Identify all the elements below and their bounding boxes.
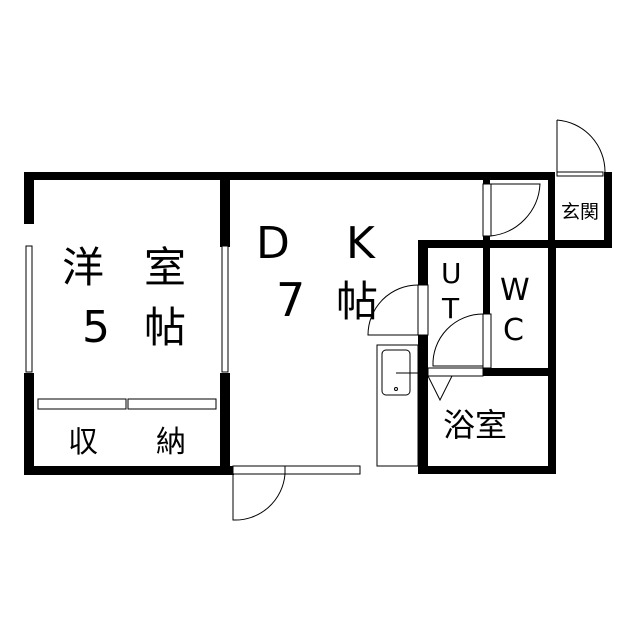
windows <box>25 245 361 475</box>
entry-door-swing <box>232 473 286 521</box>
bath-label: 浴室 <box>443 406 507 444</box>
dk-label-1: D <box>256 218 290 269</box>
dk-size: 7 <box>276 273 305 327</box>
doors <box>232 119 606 521</box>
walls <box>24 172 612 475</box>
western-room-unit: 帖 <box>144 303 186 352</box>
kitchen-counter <box>376 344 419 467</box>
wc-label-2: C <box>503 313 524 348</box>
western-room-label-1: 洋 <box>62 243 104 292</box>
western-room-label-2: 室 <box>144 243 186 292</box>
dk-unit: 帖 <box>336 277 378 326</box>
closet-label-2: 納 <box>156 425 186 460</box>
entrance-label: 玄関 <box>561 201 599 223</box>
wc-label-1: W <box>500 273 530 308</box>
dk-door-swing <box>489 183 541 237</box>
ut-door-swing <box>367 284 419 336</box>
bath-door-fold <box>427 375 453 402</box>
ut-label-2: T <box>441 292 460 325</box>
closet-label-1: 収 <box>68 425 98 460</box>
wc-door-swing <box>432 313 484 367</box>
entrance-door-swing <box>556 119 606 173</box>
dk-label-2: K <box>346 218 376 269</box>
ut-label-1: U <box>441 257 462 290</box>
western-room-size: 5 <box>82 302 110 353</box>
